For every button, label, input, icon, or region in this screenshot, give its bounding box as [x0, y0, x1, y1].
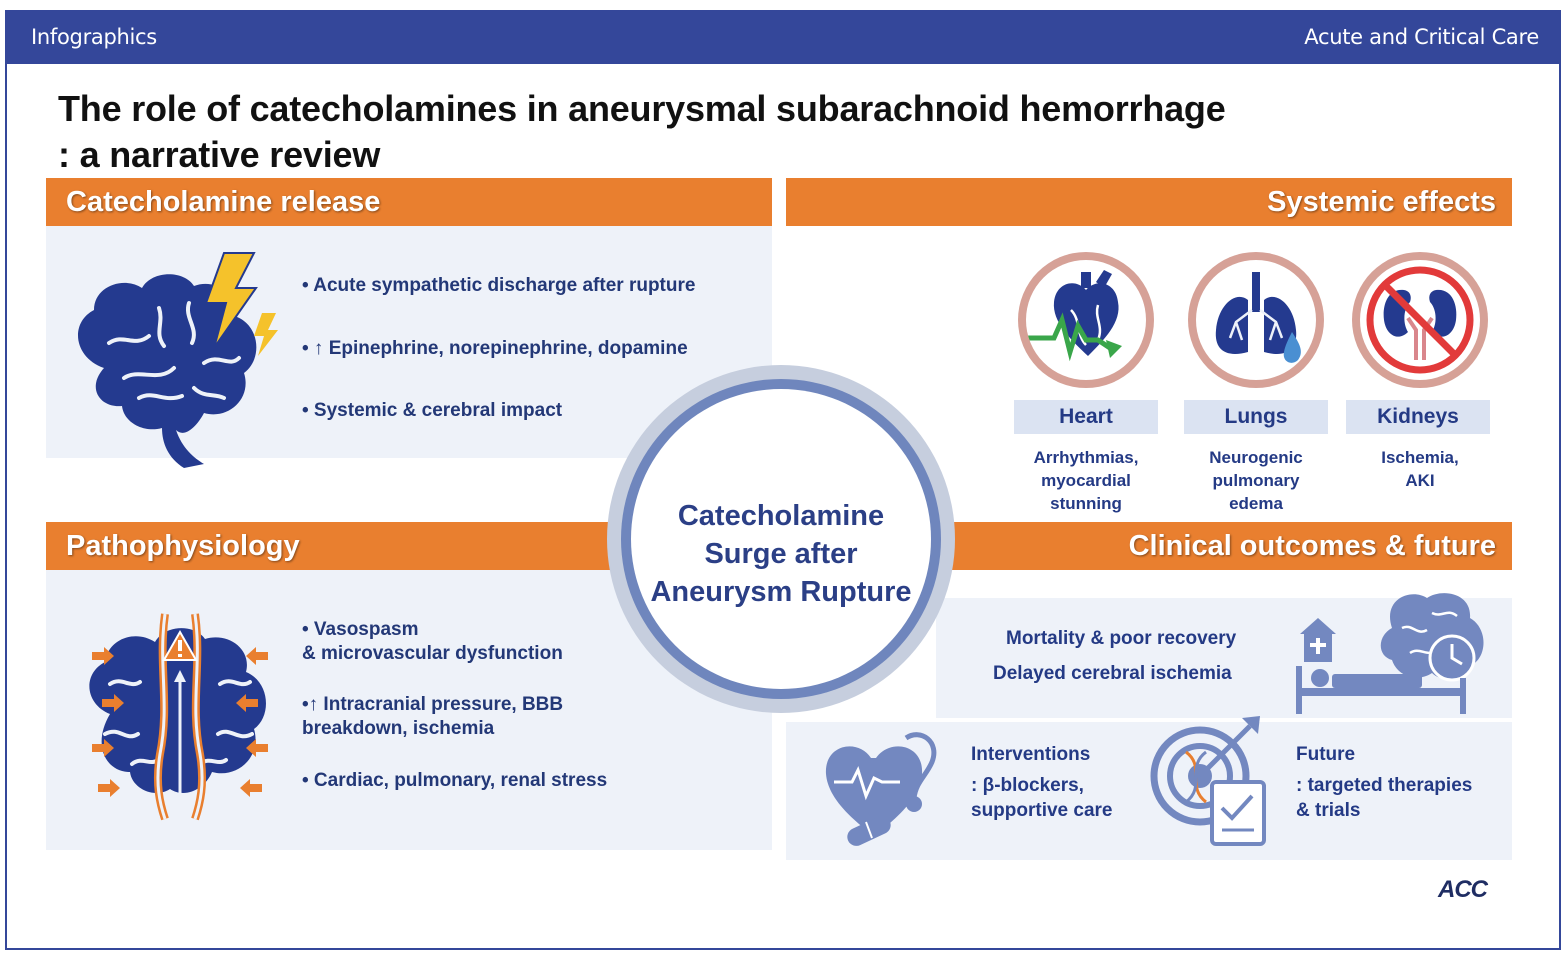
center-title: Catecholamine Surge after Aneurysm Ruptu…: [650, 500, 912, 608]
target-dna-icon: [1150, 716, 1266, 846]
title-line-1: The role of catecholamines in aneurysmal…: [58, 88, 1226, 129]
lungs-label: Lungs: [1184, 400, 1328, 434]
systemic-effects-panel: Systemic effects Heart Arrhythmias, myoc…: [786, 178, 1512, 513]
journal-name: Acute and Critical Care: [1304, 25, 1539, 49]
release-heading: Catecholamine release: [46, 178, 772, 226]
release-bullet-3: • Systemic & cerebral impact: [302, 400, 563, 421]
outcome-mortality: Mortality & poor recovery: [1006, 628, 1237, 649]
catecholamine-release-panel: Catecholamine release • Acute sympatheti…: [46, 178, 772, 468]
heart-description: Arrhythmias, myocardial stunning: [1033, 448, 1139, 513]
hospital-bed-brain-icon: [1296, 593, 1484, 714]
page-title: The role of catecholamines in aneurysmal…: [58, 86, 1226, 178]
title-line-2: : a narrative review: [58, 134, 381, 175]
future-title: Future: [1296, 744, 1356, 765]
future-line-2: & trials: [1296, 800, 1361, 821]
systemic-heading: Systemic effects: [786, 178, 1512, 226]
release-bullet-2: • ↑ Epinephrine, norepinephrine, dopamin…: [302, 338, 688, 359]
infographics-label: Infographics: [31, 25, 157, 49]
future-line-1: : targeted therapies: [1296, 775, 1473, 796]
patho-bullet-1-cont: & microvascular dysfunction: [302, 643, 563, 664]
brain-lightning-icon: [77, 252, 278, 468]
patho-bullet-2: •↑ Intracranial pressure, BBB: [302, 694, 564, 715]
heart-stethoscope-pill-icon: [825, 732, 937, 846]
lungs-icon: [1215, 272, 1301, 363]
patho-bullet-2-cont: breakdown, ischemia: [302, 718, 495, 739]
interventions-line-2: supportive care: [971, 800, 1113, 821]
kidneys-label: Kidneys: [1346, 400, 1490, 434]
outcome-dci: Delayed cerebral ischemia: [993, 663, 1232, 684]
top-bar: Infographics Acute and Critical Care: [7, 12, 1559, 64]
kidneys-icon: [1366, 266, 1474, 374]
heart-icon: [1028, 270, 1122, 362]
interventions-line-1: : β-blockers,: [971, 775, 1084, 796]
acc-logo: ACC: [1438, 876, 1488, 903]
center-circle: Catecholamine Surge after Aneurysm Ruptu…: [607, 365, 955, 713]
brain-vessels-icon: [89, 613, 268, 821]
patho-bullet-1: • Vasospasm: [302, 619, 419, 640]
patho-bullet-3: • Cardiac, pulmonary, renal stress: [302, 770, 608, 791]
heart-label: Heart: [1014, 400, 1158, 434]
release-bullet-1: • Acute sympathetic discharge after rupt…: [302, 275, 696, 296]
lungs-description: Neurogenic pulmonary edema: [1209, 448, 1303, 513]
interventions-title: Interventions: [971, 744, 1091, 765]
clinical-outcomes-panel: Clinical outcomes & future Mortality & p…: [786, 522, 1512, 860]
kidneys-description: Ischemia, AKI: [1381, 448, 1459, 490]
